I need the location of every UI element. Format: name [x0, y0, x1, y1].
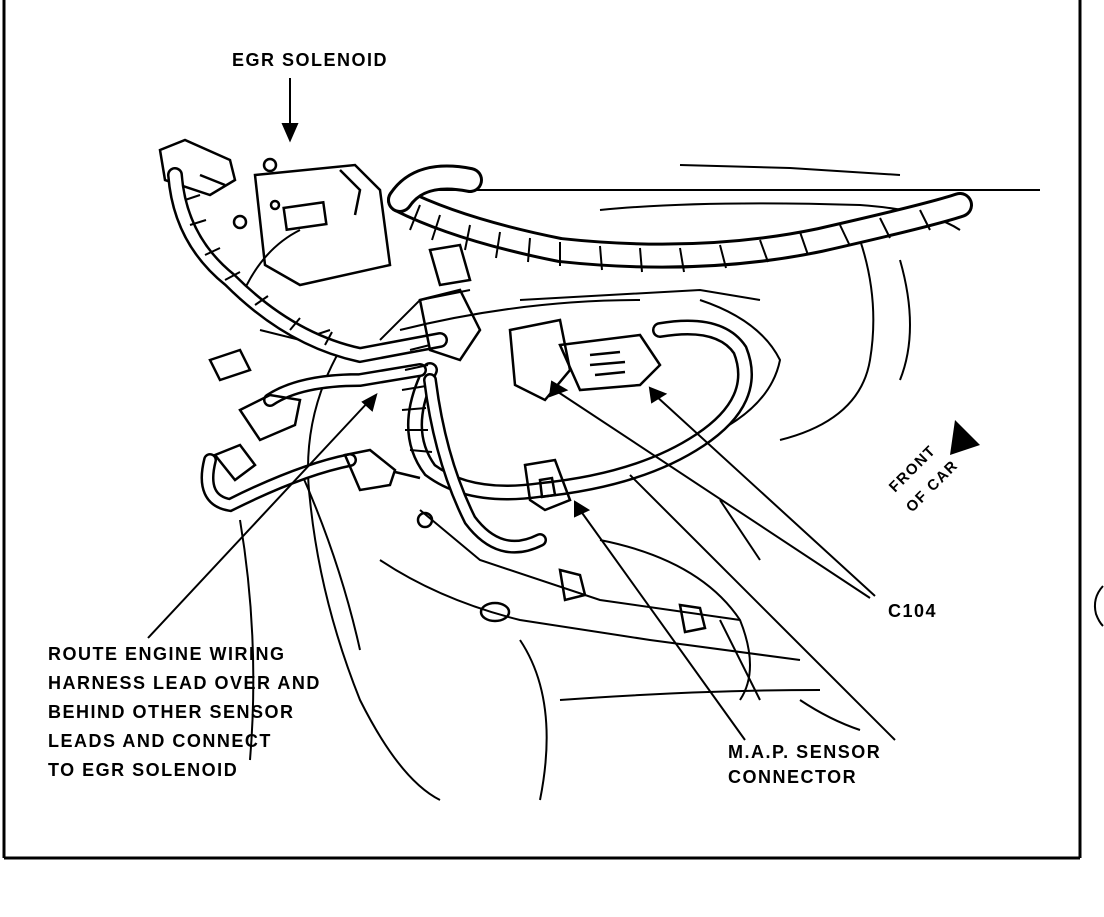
engine-outline — [239, 164, 1040, 801]
egr-connector — [158, 138, 237, 197]
route-note-label: ROUTE ENGINE WIRING HARNESS LEAD OVER AN… — [48, 640, 321, 785]
route-note-line-1: ROUTE ENGINE WIRING — [48, 644, 286, 664]
leader-lines — [147, 78, 896, 741]
route-note-line-2: HARNESS LEAD OVER AND — [48, 673, 321, 693]
map-sensor-connector-label: M.A.P. SENSOR CONNECTOR — [728, 738, 881, 792]
route-note-line-5: TO EGR SOLENOID — [48, 760, 239, 780]
wiring-harness — [167, 164, 973, 554]
edge-bracket-mark — [1093, 585, 1104, 627]
front-of-car-arrow-icon — [950, 420, 980, 455]
map-sensor-line-2: CONNECTOR — [728, 767, 858, 787]
map-sensor-line-1: M.A.P. SENSOR — [728, 742, 882, 762]
sensor-cluster — [208, 243, 707, 634]
route-note-line-3: BEHIND OTHER SENSOR — [48, 702, 295, 722]
route-note-line-4: LEADS AND CONNECT — [48, 731, 272, 751]
c104-label: C104 — [888, 601, 938, 621]
conduit-texture — [184, 194, 931, 453]
egr-solenoid-label: EGR SOLENOID — [232, 50, 389, 70]
egr-solenoid-body — [232, 157, 392, 287]
diagram-frame — [2, 0, 1082, 860]
